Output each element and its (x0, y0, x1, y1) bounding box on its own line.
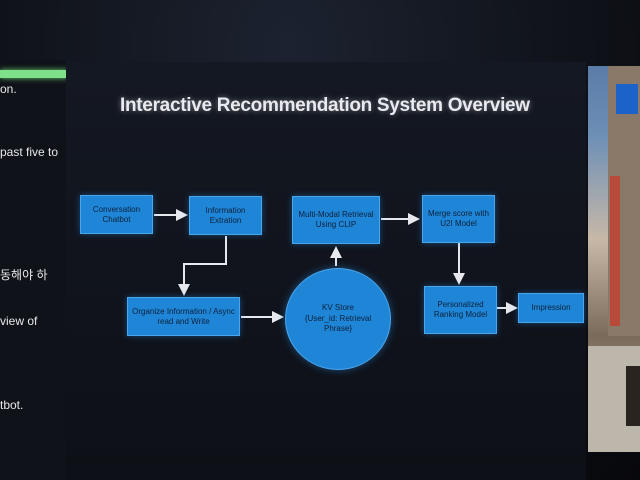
node-personalized-ranking: Personalized Ranking Model (424, 286, 497, 334)
node-label: Information Extration (205, 205, 246, 225)
kv-store-title: KV Store (321, 303, 354, 313)
node-label: Conversation Chatbot (92, 204, 141, 224)
node-label: Impression (531, 303, 571, 312)
node-multimodal-retrieval: Multi-Modal Retrieval Using CLIP (292, 196, 380, 244)
left-slide (0, 60, 66, 480)
node-kv-store: KV Store {User_id: Retrieval Phrase} (285, 268, 391, 370)
slide-title: Interactive Recommendation System Overvi… (120, 95, 530, 116)
node-merge-score: Merge score with U2I Model (422, 195, 495, 243)
left-slide-line: tbot. (0, 398, 24, 412)
node-conversation-chatbot: Conversation Chatbot (80, 195, 153, 234)
node-information-extraction: Information Extration (189, 196, 262, 235)
left-slide-line: past five to (0, 145, 59, 159)
node-label: Organize Information / Async read and Wr… (132, 306, 235, 326)
blue-sign-shape (616, 84, 638, 114)
red-sign-shape (610, 176, 620, 326)
kv-store-subtitle: {User_id: Retrieval Phrase} (304, 313, 372, 334)
arrow-extraction-to-organize (178, 236, 227, 296)
node-impression: Impression (518, 293, 584, 323)
node-organize-information: Organize Information / Async read and Wr… (127, 297, 240, 336)
node-label: Personalized Ranking Model (433, 300, 488, 319)
person-shape (626, 366, 640, 426)
left-slide-line: 동해야 하 (0, 268, 48, 282)
left-slide-line: on. (0, 82, 17, 96)
node-label: Merge score with U2I Model (428, 209, 489, 228)
street-photo (588, 66, 640, 452)
node-label: Multi-Modal Retrieval Using CLIP (298, 210, 374, 229)
progress-accent-bar (0, 70, 68, 78)
left-slide-line: view of (0, 314, 38, 328)
